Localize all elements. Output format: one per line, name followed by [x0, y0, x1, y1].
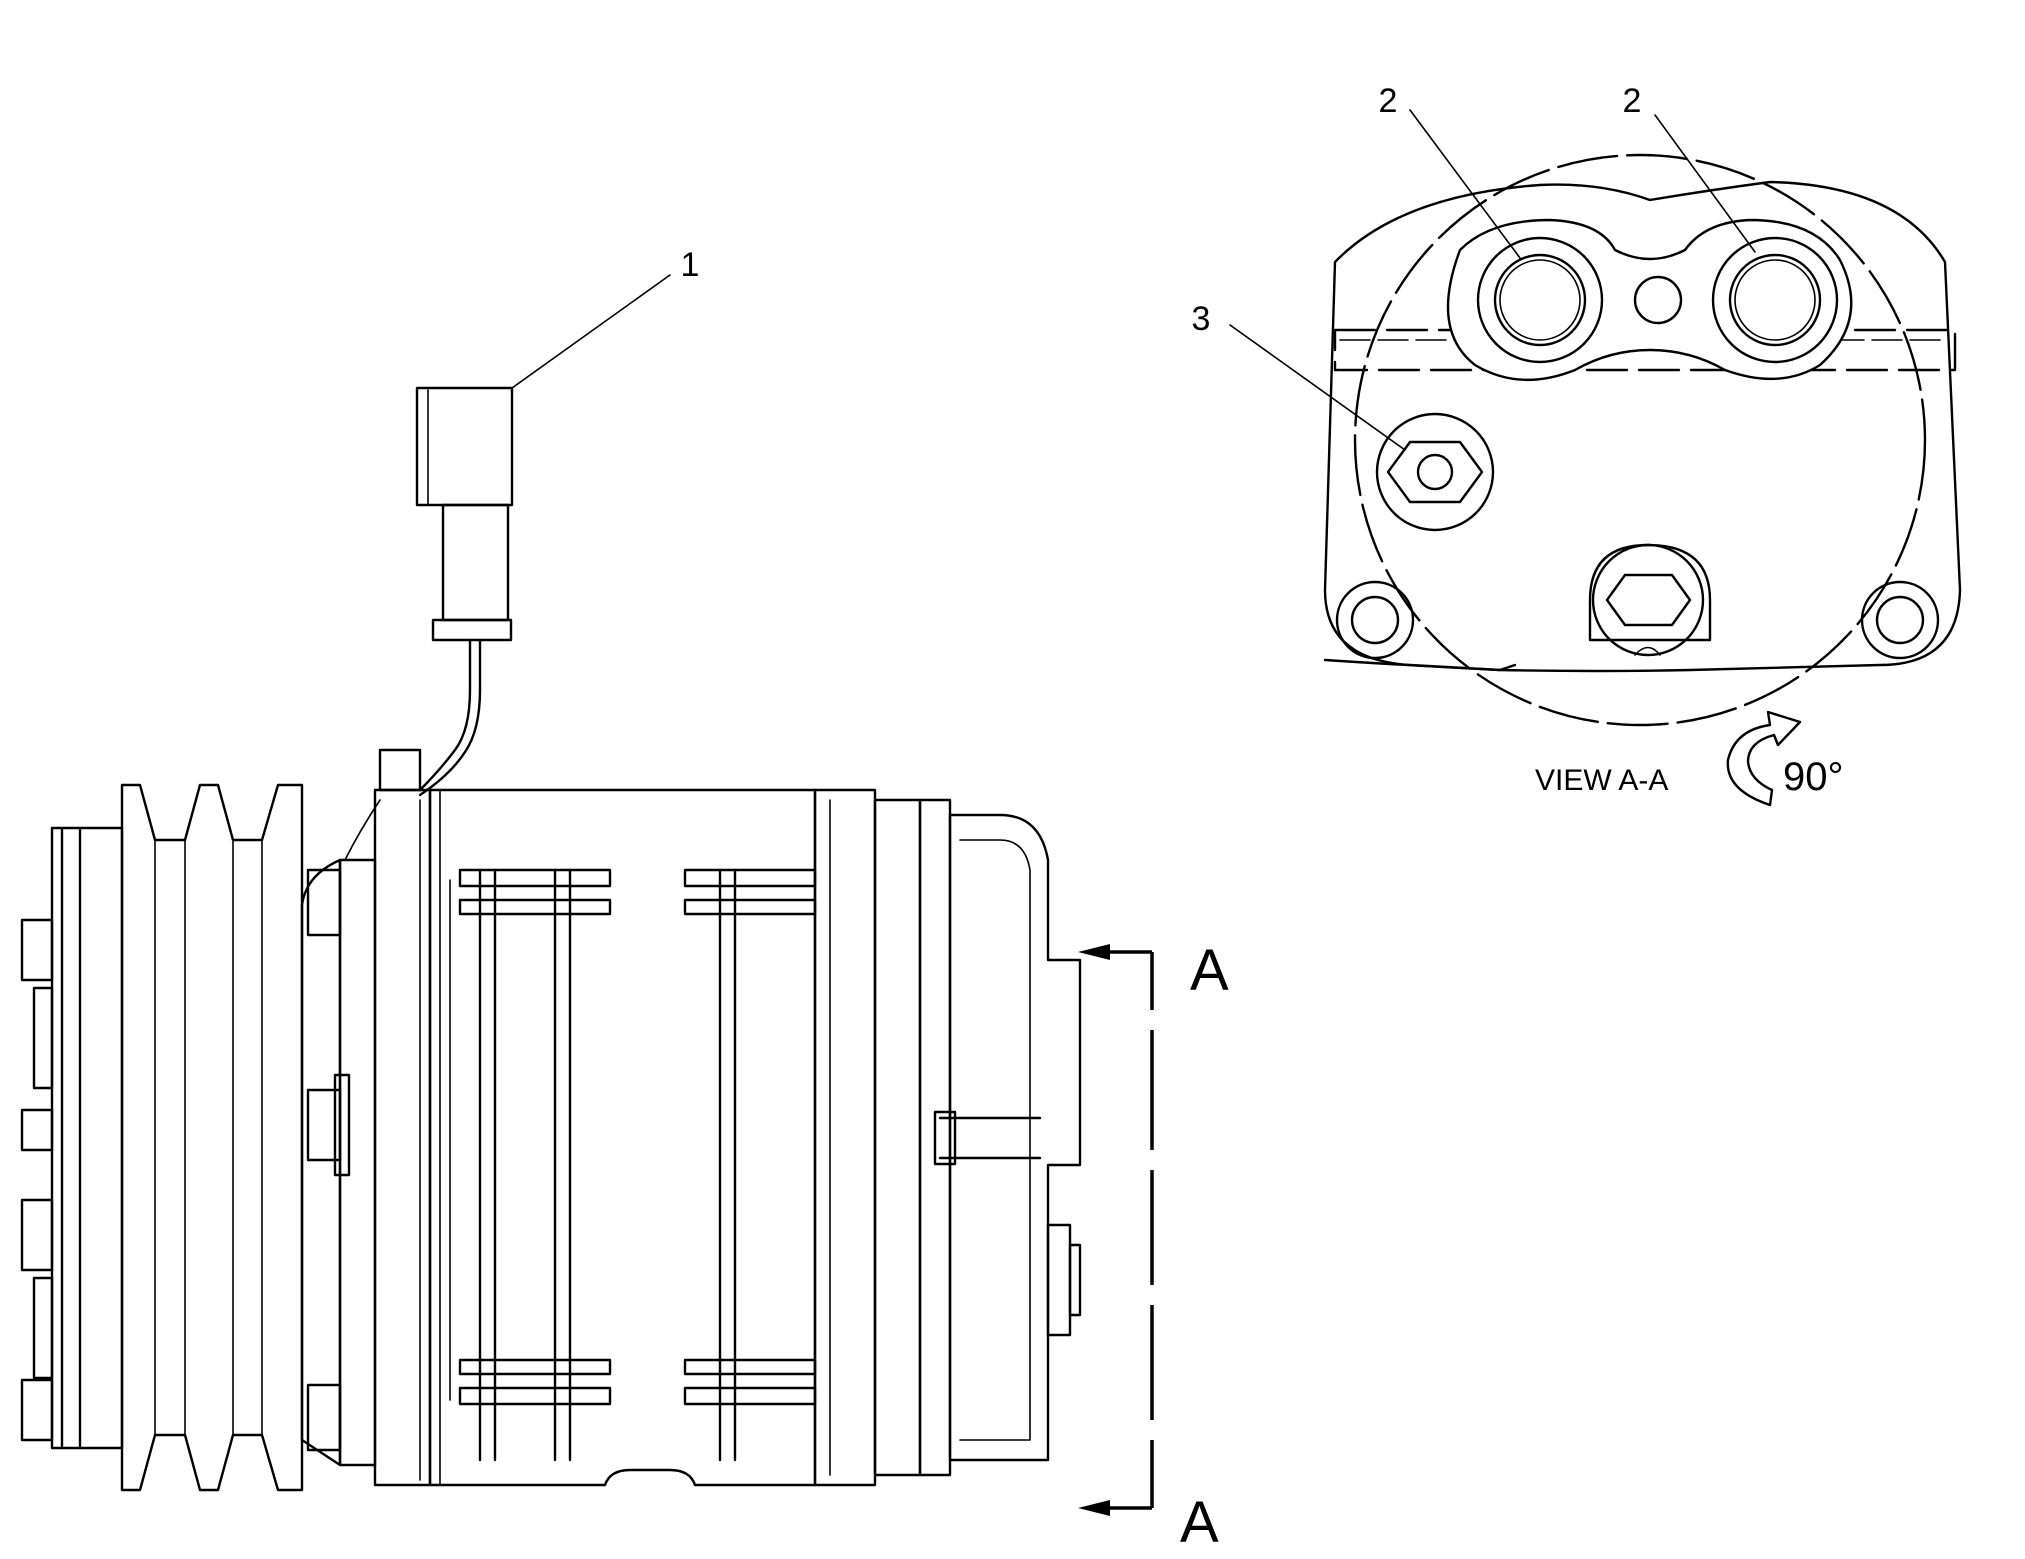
callout-2-left: 2 [1379, 82, 1398, 120]
section-letter-bottom: A [1180, 1490, 1219, 1555]
rotation-label: 90° [1783, 755, 1844, 799]
fin-straps [458, 868, 817, 1462]
front-housing [300, 858, 377, 1467]
rotation-arrow-icon [1726, 710, 1802, 807]
front-flange [373, 748, 432, 1487]
view-label: VIEW A-A [1535, 764, 1668, 797]
callout-3: 3 [1192, 300, 1211, 338]
compressor-side-view [20, 386, 1154, 1516]
cylinder-body [428, 788, 817, 1487]
rear-head [933, 813, 1082, 1462]
callout-1: 1 [681, 246, 700, 284]
leader-lines [511, 109, 1756, 451]
section-line-a-a [1078, 944, 1154, 1516]
callout-2-right: 2 [1623, 82, 1642, 120]
clutch-plate [20, 826, 124, 1450]
section-letter-top: A [1190, 938, 1229, 1003]
end-view-a-a [1323, 153, 1962, 727]
rear-flange [813, 788, 952, 1487]
pulley [120, 783, 304, 1492]
switch-connector [344, 386, 514, 861]
